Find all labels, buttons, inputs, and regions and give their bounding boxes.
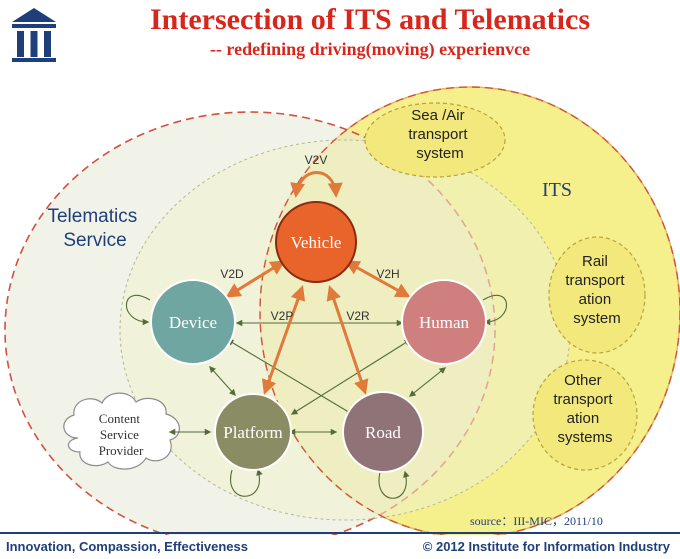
platform-node bbox=[214, 393, 292, 471]
telematics-label: Telematics Service bbox=[47, 206, 142, 251]
v2r-label: V2R bbox=[346, 309, 370, 323]
device-node bbox=[150, 279, 236, 365]
device-label: Device bbox=[169, 313, 217, 332]
page-title: Intersection of ITS and Telematics bbox=[149, 3, 590, 36]
sea-air-label: Sea /Air transport system bbox=[408, 107, 471, 162]
content-provider-label: Content Service Provider bbox=[99, 411, 144, 458]
rail-system bbox=[548, 236, 646, 354]
vehicle-node bbox=[275, 201, 357, 283]
human-label: Human bbox=[419, 313, 470, 332]
footer-copyright: © 2012 Institute for Information Industr… bbox=[422, 539, 670, 554]
sea-air-system bbox=[364, 102, 506, 178]
v2v-label: V2V bbox=[305, 153, 328, 167]
v2h-label: V2H bbox=[376, 267, 399, 281]
its-label: ITS bbox=[542, 179, 572, 201]
content-provider-cloud bbox=[63, 392, 180, 470]
rail-label: Rail transport ation system bbox=[565, 253, 628, 327]
v2d-label: V2D bbox=[220, 267, 244, 281]
vehicle-label: Vehicle bbox=[291, 233, 342, 252]
footer-divider bbox=[0, 532, 680, 534]
road-node bbox=[342, 391, 424, 473]
page-subtitle: -- redefining driving(moving) experienvc… bbox=[209, 39, 531, 59]
iii-logo-icon bbox=[12, 8, 56, 62]
footer-slogan: Innovation, Compassion, Effectiveness bbox=[6, 539, 248, 554]
footer: Innovation, Compassion, Effectiveness © … bbox=[0, 535, 680, 559]
platform-label: Platform bbox=[223, 423, 283, 442]
other-system bbox=[532, 359, 638, 471]
other-label: Other transport ation systems bbox=[553, 372, 616, 446]
source-note: source：III-MIC，2011/10 bbox=[470, 514, 603, 528]
human-node bbox=[401, 279, 487, 365]
v2p-label: V2P bbox=[271, 309, 294, 323]
road-label: Road bbox=[365, 423, 401, 442]
